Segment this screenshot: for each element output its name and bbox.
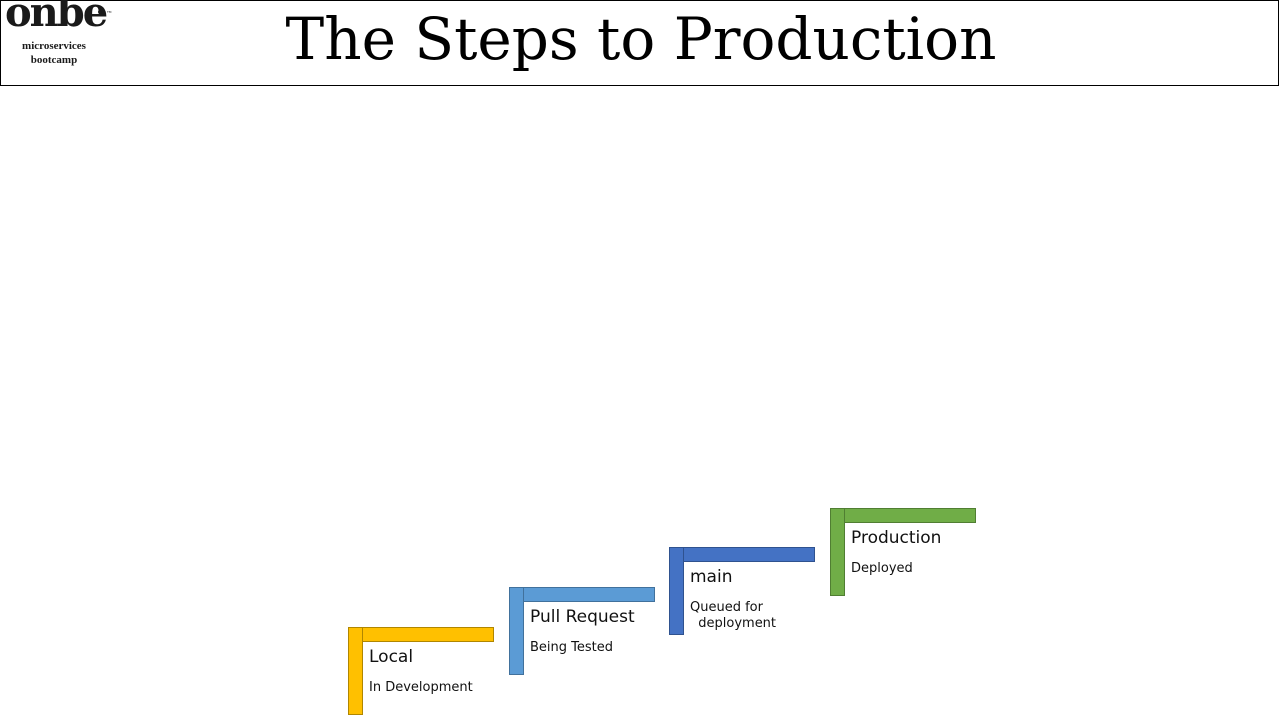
step-main-label: main bbox=[690, 567, 733, 587]
step-pull-request-top-bar bbox=[509, 587, 655, 602]
logo-subtitle-line2: bootcamp bbox=[30, 54, 78, 66]
header-bar: The Steps to Production onbe TM microser… bbox=[0, 0, 1279, 86]
step-local-label: Local bbox=[369, 647, 414, 667]
svg-text:TM: TM bbox=[106, 10, 112, 14]
step-main-side-bar bbox=[669, 547, 684, 635]
step-production-status: Deployed bbox=[851, 561, 913, 576]
step-local-side-bar bbox=[348, 627, 363, 715]
step-production: Production Deployed bbox=[830, 508, 976, 596]
step-local-status: In Development bbox=[369, 680, 473, 695]
step-pull-request-side-bar bbox=[509, 587, 524, 675]
onbe-logo: onbe TM microservices bootcamp bbox=[5, 0, 113, 71]
step-local-top-bar bbox=[348, 627, 494, 642]
slide-title: The Steps to Production bbox=[285, 5, 997, 73]
step-pull-request-status: Being Tested bbox=[530, 640, 614, 655]
step-main-status: Queued for deployment bbox=[690, 600, 777, 631]
step-production-top-bar bbox=[830, 508, 976, 523]
logo-subtitle: microservices bootcamp bbox=[5, 39, 103, 67]
step-main-top-bar bbox=[669, 547, 815, 562]
logo-subtitle-line1: microservices bbox=[22, 40, 86, 52]
logo-dots-icon: TM bbox=[98, 9, 112, 14]
step-production-label: Production bbox=[851, 528, 942, 548]
step-production-side-bar bbox=[830, 508, 845, 596]
step-main: main Queued for deployment bbox=[669, 547, 815, 635]
step-pull-request: Pull Request Being Tested bbox=[509, 587, 655, 675]
step-local: Local In Development bbox=[348, 627, 494, 715]
logo-wordmark: onbe bbox=[5, 0, 108, 36]
step-pull-request-label: Pull Request bbox=[530, 607, 635, 627]
